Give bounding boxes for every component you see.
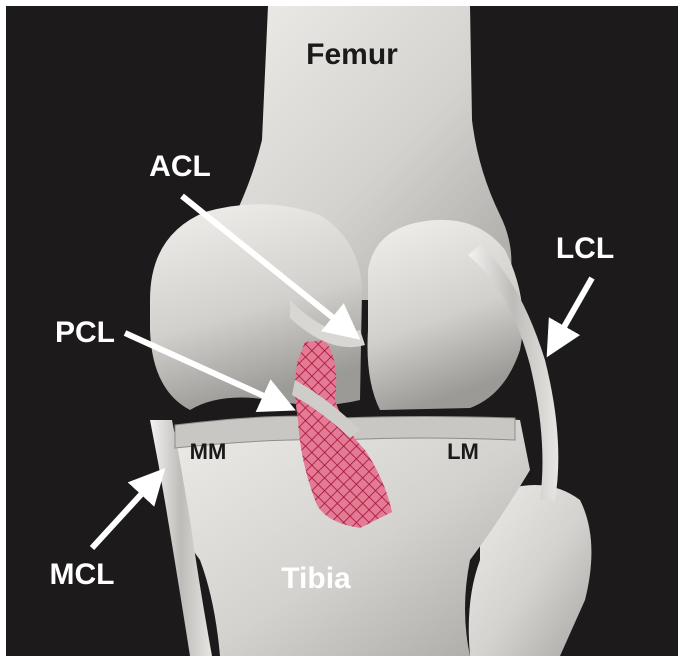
label-acl: ACL <box>149 150 211 183</box>
label-mcl: MCL <box>50 558 115 591</box>
label-lcl: LCL <box>556 232 614 265</box>
lateral-condyle <box>368 220 523 410</box>
label-lm: LM <box>447 439 479 464</box>
label-tibia: Tibia <box>281 562 351 595</box>
label-mm: MM <box>190 439 227 464</box>
label-pcl: PCL <box>55 316 115 349</box>
label-femur: Femur <box>306 38 398 71</box>
